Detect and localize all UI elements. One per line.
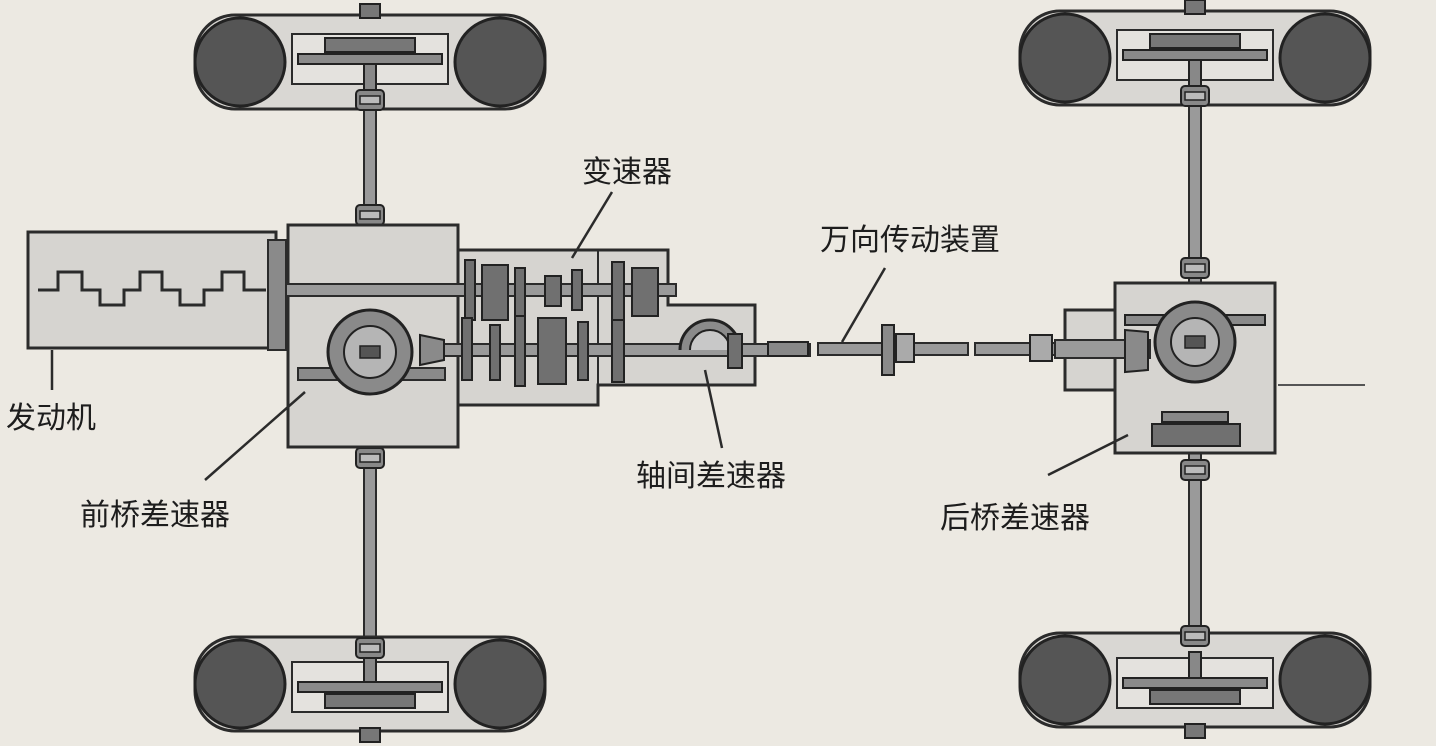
leader-rear-diff [1047,433,1129,477]
leader-interaxle [703,369,724,449]
engine [26,230,287,351]
flywheel [267,239,287,351]
rear-ujoint-1 [1180,85,1210,107]
rear-differential-housing [1054,281,1277,455]
label-transmission: 变速器 [582,155,672,190]
propeller-shaft [817,324,1071,376]
label-universal-joint: 万向传动装置 [820,223,1000,258]
transmission [285,248,811,407]
front-ujoint-4 [355,637,385,659]
rear-ujoint-4 [1180,625,1210,647]
leader-transmission [570,191,614,259]
front-ujoint-2 [355,204,385,226]
label-front-differential: 前桥差速器 [80,498,230,533]
leader-universal [840,267,887,343]
rear-right-wheel [1018,631,1372,740]
label-engine: 发动机 [6,401,96,436]
front-ujoint-1 [355,89,385,111]
label-interaxle-differential: 轴间差速器 [636,459,786,494]
front-ujoint-3 [355,447,385,469]
front-differential-housing [286,223,460,449]
rear-axle [1018,0,1372,740]
leader-front-diff [204,391,306,481]
front-half-shaft-bottom [363,439,377,651]
rear-ujoint-3 [1180,459,1210,481]
rear-ujoint-2 [1180,257,1210,279]
label-rear-differential: 后桥差速器 [940,501,1090,536]
interaxle-differential [678,318,809,369]
leader-lines [50,191,1129,481]
crankshaft-line [38,270,266,307]
